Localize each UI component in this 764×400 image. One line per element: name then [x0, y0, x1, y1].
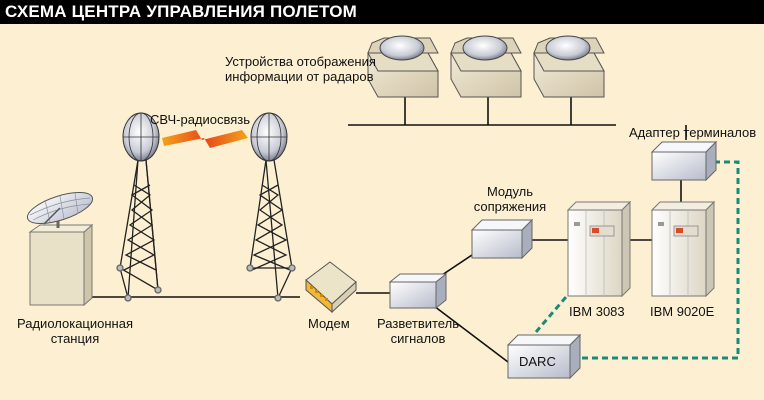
label-interface-module-line1: Модуль — [486, 184, 534, 199]
label-ibm-9020e: IBM 9020E — [650, 304, 715, 319]
microwave-link-bolt — [162, 130, 248, 148]
label-splitter: Разветвитель сигналов — [372, 316, 464, 346]
signal-splitter-box — [388, 272, 448, 310]
terminal-adapter-box — [650, 140, 718, 182]
ibm-9020e-cabinet — [650, 200, 716, 298]
label-terminal-adapter: Адаптер терминалов — [629, 125, 757, 140]
ibm-3083-cabinet — [566, 200, 632, 298]
microwave-antenna-2 — [250, 112, 288, 162]
label-microwave-link: СВЧ-радиосвязь — [150, 112, 251, 127]
label-ibm-3083: IBM 3083 — [569, 304, 625, 319]
radar-station-building — [28, 215, 94, 307]
label-darc: DARC — [519, 354, 556, 369]
darc-box — [506, 333, 582, 380]
radar-display-2 — [450, 35, 522, 98]
radar-dish — [26, 191, 94, 225]
label-radar-displays-line1: Устройства отображения — [225, 54, 376, 69]
title-bar: СХЕМА ЦЕНТРА УПРАВЛЕНИЯ ПОЛЕТОМ — [0, 0, 764, 24]
radar-display-3 — [533, 35, 605, 98]
diagram-title: СХЕМА ЦЕНТРА УПРАВЛЕНИЯ ПОЛЕТОМ — [5, 2, 358, 21]
radar-display-1 — [367, 35, 439, 98]
label-radar-displays-line2: информации от радаров — [225, 69, 374, 84]
antenna-tower-1 — [116, 159, 162, 302]
label-splitter-line1: Разветвитель — [377, 316, 459, 331]
microwave-antenna-1 — [122, 112, 160, 162]
modem-device — [305, 261, 357, 314]
label-interface-module: Модуль сопряжения — [470, 184, 550, 214]
antenna-tower-2 — [246, 159, 296, 302]
label-radar-station: Радиолокационная станция — [6, 316, 144, 346]
interface-module-box — [470, 218, 534, 260]
label-interface-module-line2: сопряжения — [473, 199, 547, 214]
label-modem: Модем — [308, 316, 350, 331]
label-radar-station-line2: станция — [50, 331, 100, 346]
radar-display-monitors — [367, 35, 605, 98]
label-radar-displays: Устройства отображения информации от рад… — [225, 54, 376, 84]
label-splitter-line2: сигналов — [390, 331, 446, 346]
label-radar-station-line1: Радиолокационная — [17, 316, 133, 331]
